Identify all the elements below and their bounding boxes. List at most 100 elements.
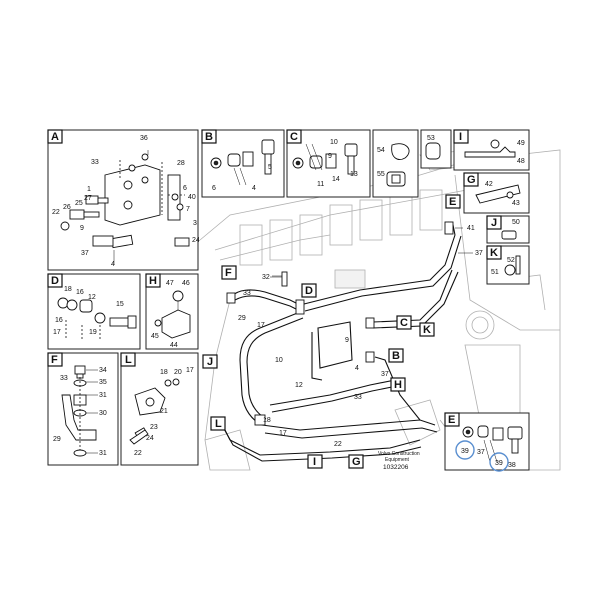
panel-a-num: 36 [140, 135, 148, 142]
panel-i: I 49 48 [453, 129, 530, 171]
main-tag-h: H [394, 379, 402, 391]
panel-clamp-num: 55 [377, 171, 385, 178]
panel-a-num: 27 [84, 195, 92, 202]
panel-c-num: 10 [330, 139, 338, 146]
main-num: 18 [263, 417, 271, 424]
panel-b-num: 5 [268, 164, 272, 171]
panel-k: K 52 51 [486, 245, 530, 285]
panel-a-num: 4 [111, 261, 115, 268]
panel-j: J 50 [486, 215, 530, 244]
panel-a-num: 24 [192, 237, 200, 244]
main-num: 12 [295, 382, 303, 389]
panel-l-num: 22 [134, 450, 142, 457]
panel-f-num: 33 [60, 375, 68, 382]
panel-d-num: 12 [88, 294, 96, 301]
main-tag-e: E [449, 196, 456, 208]
main-tag-f: F [225, 267, 232, 279]
highlight-circle [455, 440, 475, 460]
panel-a-num: 37 [81, 250, 89, 257]
panel-l-num: 23 [150, 424, 158, 431]
main-num: 17 [257, 322, 265, 329]
panel-i-letter: I [459, 131, 462, 143]
main-tag-l: L [215, 418, 222, 430]
panel-f: F 34 35 33 31 30 29 31 [47, 352, 119, 466]
main-callouts: 32 33 29 17 10 9 4 37 12 18 33 22 17 41 … [238, 225, 483, 448]
figure-code: 1032206 [383, 464, 409, 471]
panel-j-num: 50 [512, 219, 520, 226]
panel-a-num: 40 [188, 194, 196, 201]
main-tag-b: B [392, 350, 400, 362]
panel-c: C 10 9 13 11 14 [286, 129, 371, 198]
main-tag-i: I [313, 456, 316, 468]
panel-i-num: 49 [517, 140, 525, 147]
panel-l-num: 24 [146, 435, 154, 442]
panel-g-num: 42 [485, 181, 493, 188]
main-num: 33 [354, 394, 362, 401]
panel-a-num: 33 [91, 159, 99, 166]
main-num: 17 [279, 430, 287, 437]
panel-l: L 18 20 17 21 23 24 22 [120, 352, 199, 466]
main-num: 4 [355, 365, 359, 372]
panel-l-num: 21 [160, 408, 168, 415]
panel-d-num: 16 [55, 317, 63, 324]
main-num: 29 [238, 315, 246, 322]
panel-d-num: 18 [64, 286, 72, 293]
panel-sleeve: 53 [420, 129, 452, 169]
main-num: 37 [381, 371, 389, 378]
panel-clamp: 54 55 [372, 129, 419, 198]
panel-g: G 42 43 [463, 172, 530, 214]
panel-sleeve-num: 53 [427, 135, 435, 142]
panel-e: E 39 37 38 39 [444, 412, 530, 472]
panel-c-num: 14 [332, 176, 340, 183]
main-num: 37 [475, 250, 483, 257]
panel-e-letter: E [448, 414, 455, 426]
panel-a-num: 6 [183, 185, 187, 192]
panel-c-num: 13 [350, 171, 358, 178]
panel-k-num: 51 [491, 269, 499, 276]
panel-f-num: 35 [99, 379, 107, 386]
main-tag-k: K [423, 324, 431, 336]
panel-e-num: 39 [495, 460, 503, 467]
main-num: 41 [467, 225, 475, 232]
panel-i-num: 48 [517, 158, 525, 165]
hose-routes [219, 221, 462, 462]
panel-c-num: 11 [317, 181, 324, 188]
panel-a-num: 9 [80, 225, 84, 232]
panel-f-letter: F [51, 354, 58, 366]
panel-f-num: 31 [99, 450, 107, 457]
main-num: 33 [243, 290, 251, 297]
panel-h-num: 47 [166, 280, 174, 287]
panel-d-num: 19 [89, 329, 97, 336]
panel-d-num: 15 [116, 301, 124, 308]
panel-a-num: 3 [193, 220, 197, 227]
panel-h-num: 44 [170, 342, 178, 349]
panel-h-num: 45 [151, 333, 159, 340]
panel-a-num: 26 [63, 204, 71, 211]
panel-b-num: 6 [212, 185, 216, 192]
main-tag-d: D [305, 285, 313, 297]
panel-a-num: 1 [87, 186, 91, 193]
main-tag-j: J [207, 356, 213, 368]
panel-a-num: 7 [186, 206, 190, 213]
panel-a: A 36 33 28 1 6 40 7 3 22 26 27 25 [47, 129, 200, 271]
panel-k-num: 52 [507, 257, 515, 264]
panel-h-letter: H [149, 275, 157, 287]
panel-b-letter: B [205, 131, 213, 143]
main-num: 32 [262, 274, 270, 281]
panel-e-num: 37 [477, 449, 485, 456]
panel-a-num: 22 [52, 209, 60, 216]
panel-l-num: 20 [174, 369, 182, 376]
panel-f-num: 30 [99, 410, 107, 417]
main-tags: F D C J B K H L I G E [202, 194, 461, 469]
main-num: 22 [334, 441, 342, 448]
panel-g-letter: G [467, 174, 476, 186]
panel-f-num: 29 [53, 436, 61, 443]
footnote-line2: Equipment [385, 457, 410, 463]
panel-d-num: 16 [76, 289, 84, 296]
panel-e-num: 39 [461, 448, 469, 455]
panel-d: D 18 16 12 15 16 19 17 [47, 273, 141, 350]
panel-e-num: 38 [508, 462, 516, 469]
panel-f-num: 34 [99, 367, 107, 374]
panel-b: B 6 5 4 [201, 129, 285, 198]
panel-j-letter: J [491, 217, 497, 229]
